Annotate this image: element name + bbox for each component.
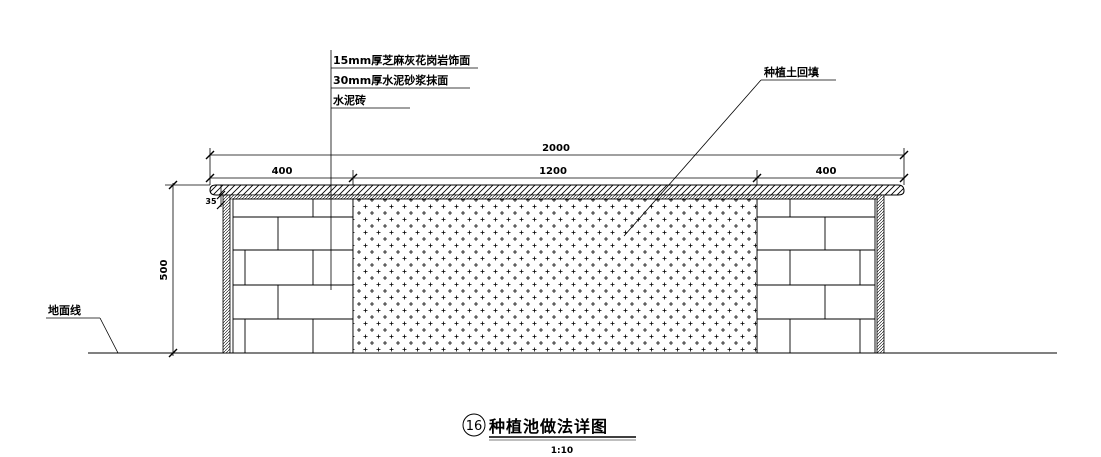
detail-number: 16 (466, 419, 483, 434)
dim-right: 400 (816, 166, 837, 177)
drawing-scale: 1:10 (551, 446, 573, 456)
title-block: 16 种植池做法详图 1:10 (462, 413, 636, 456)
dim-height: 500 (159, 260, 170, 281)
layer-label-mortar: 30mm厚水泥砂浆抹面 (333, 73, 448, 87)
left-mortar-layer (222, 194, 231, 354)
drawing-title: 种植池做法详图 (488, 417, 608, 436)
dim-cap-thickness: 35 (205, 197, 217, 206)
right-mortar-layer (876, 194, 885, 354)
coping-cap (209, 184, 905, 196)
dim-total: 2000 (542, 143, 570, 154)
top-mortar-layer (229, 194, 878, 200)
soil-leader (623, 79, 836, 237)
ground-label: 地面线 (48, 303, 81, 317)
dimension-lines (165, 148, 909, 358)
dim-left: 400 (272, 166, 293, 177)
layer-label-granite: 15mm厚芝麻灰花岗岩饰面 (333, 53, 470, 67)
left-brick-wall (232, 198, 354, 354)
dim-middle: 1200 (539, 166, 567, 177)
ground-leader (46, 317, 119, 354)
planting-soil-fill (352, 198, 758, 354)
layer-leader (330, 50, 478, 290)
detail-number-circle (462, 413, 486, 437)
soil-label: 种植土回填 (763, 65, 819, 79)
right-brick-wall (756, 198, 876, 354)
layer-label-brick: 水泥砖 (333, 93, 366, 107)
